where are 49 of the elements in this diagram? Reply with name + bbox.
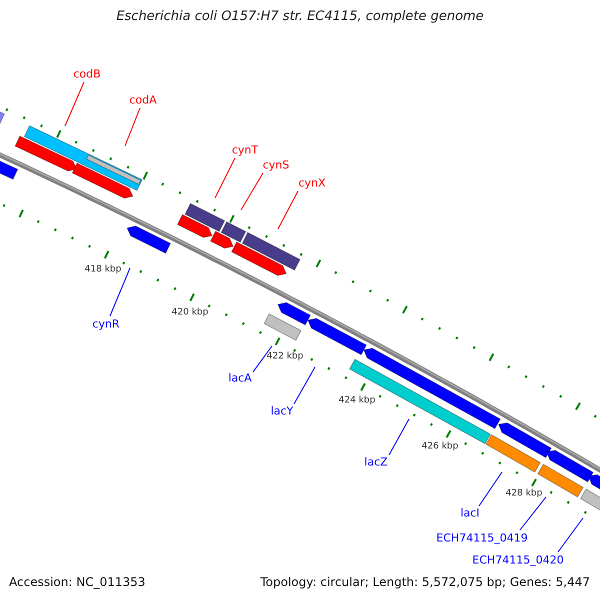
gene-bar [242, 232, 301, 271]
leader-line [294, 366, 316, 404]
title: Escherichia coli O157:H7 str. EC4115, complete genome [115, 9, 485, 24]
leader-line [558, 518, 584, 552]
gene-bar [498, 422, 552, 458]
gene-label: lacI [460, 508, 480, 518]
gene-label: lacZ [364, 456, 388, 468]
leader-line [478, 472, 502, 506]
leader-line [124, 108, 140, 146]
gene-bar [231, 241, 287, 276]
gene-bar [126, 226, 172, 254]
footer-note: Topology: circular; Length: 5,572,075 bp; Genes: 5,447 [260, 576, 590, 588]
gene-label: codA [129, 94, 157, 106]
scale-label: 424 kbp [338, 396, 376, 406]
gene-bar [485, 434, 541, 473]
gene-label: ECH74115_0420 [472, 554, 564, 566]
gene-bar [220, 221, 246, 243]
gene-label: cynS [262, 160, 290, 170]
footer-note: Accession: NC_011353 [9, 576, 146, 588]
leader-line [252, 346, 272, 372]
gene-bar [14, 136, 78, 172]
gene-label: cynR [92, 318, 120, 330]
gene-label: lacY [270, 406, 294, 416]
gene-label: cynT [232, 144, 258, 156]
scale-label: 418 kbp [84, 266, 122, 274]
gene-bar [72, 162, 134, 199]
gene-label: lacA [228, 372, 252, 384]
leader-line [214, 158, 236, 198]
gene-bar [546, 450, 594, 482]
gene-bar [176, 214, 213, 238]
scale-label: 420 kbp [172, 308, 208, 318]
gene-bar [277, 302, 311, 326]
leader-line [520, 496, 546, 530]
scale-label: 422 kbp [266, 352, 304, 362]
gene-bar [184, 202, 226, 232]
scale-label: 426 kbp [422, 442, 458, 452]
gene-bar [307, 318, 367, 356]
scale-label: 428 kbp [506, 490, 542, 498]
gene-label: codB [73, 68, 101, 80]
leader-line [240, 172, 264, 210]
gene-bar [86, 154, 142, 185]
gene-bar [264, 313, 302, 341]
gene-bar [210, 230, 234, 249]
gene-bar [0, 160, 18, 180]
leader-line [388, 418, 410, 456]
leader-line [278, 190, 298, 230]
gene-label: ECH74115_0419 [436, 532, 528, 544]
gene-label: cynX [298, 178, 326, 188]
leader-line [64, 82, 84, 126]
